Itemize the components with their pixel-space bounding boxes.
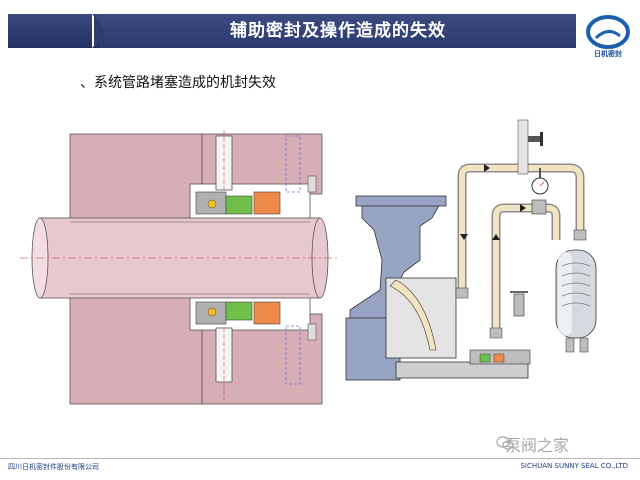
footer-company-en: SICHUAN SUNNY SEAL CO.,LTD [520, 462, 628, 470]
watermark-text: 泵阀之家 [505, 436, 570, 455]
header-bar [100, 14, 576, 48]
section-subtitle: 、系统管路堵塞造成的机封失效 [80, 75, 276, 91]
page-title: 辅助密封及操作造成的失效 [230, 21, 446, 41]
company-logo [586, 15, 630, 49]
header-chevron-inner [94, 14, 106, 48]
seal-cross-section [20, 130, 340, 405]
footer-divider [0, 458, 640, 459]
wechat-icon [496, 436, 514, 450]
seal-diagram [20, 119, 597, 405]
header-left-block [8, 14, 100, 48]
pump-piping-system [345, 119, 597, 381]
footer-company-cn: 四川日机密封件股份有限公司 [8, 463, 99, 471]
logo-text: 日机密封 [594, 50, 622, 58]
